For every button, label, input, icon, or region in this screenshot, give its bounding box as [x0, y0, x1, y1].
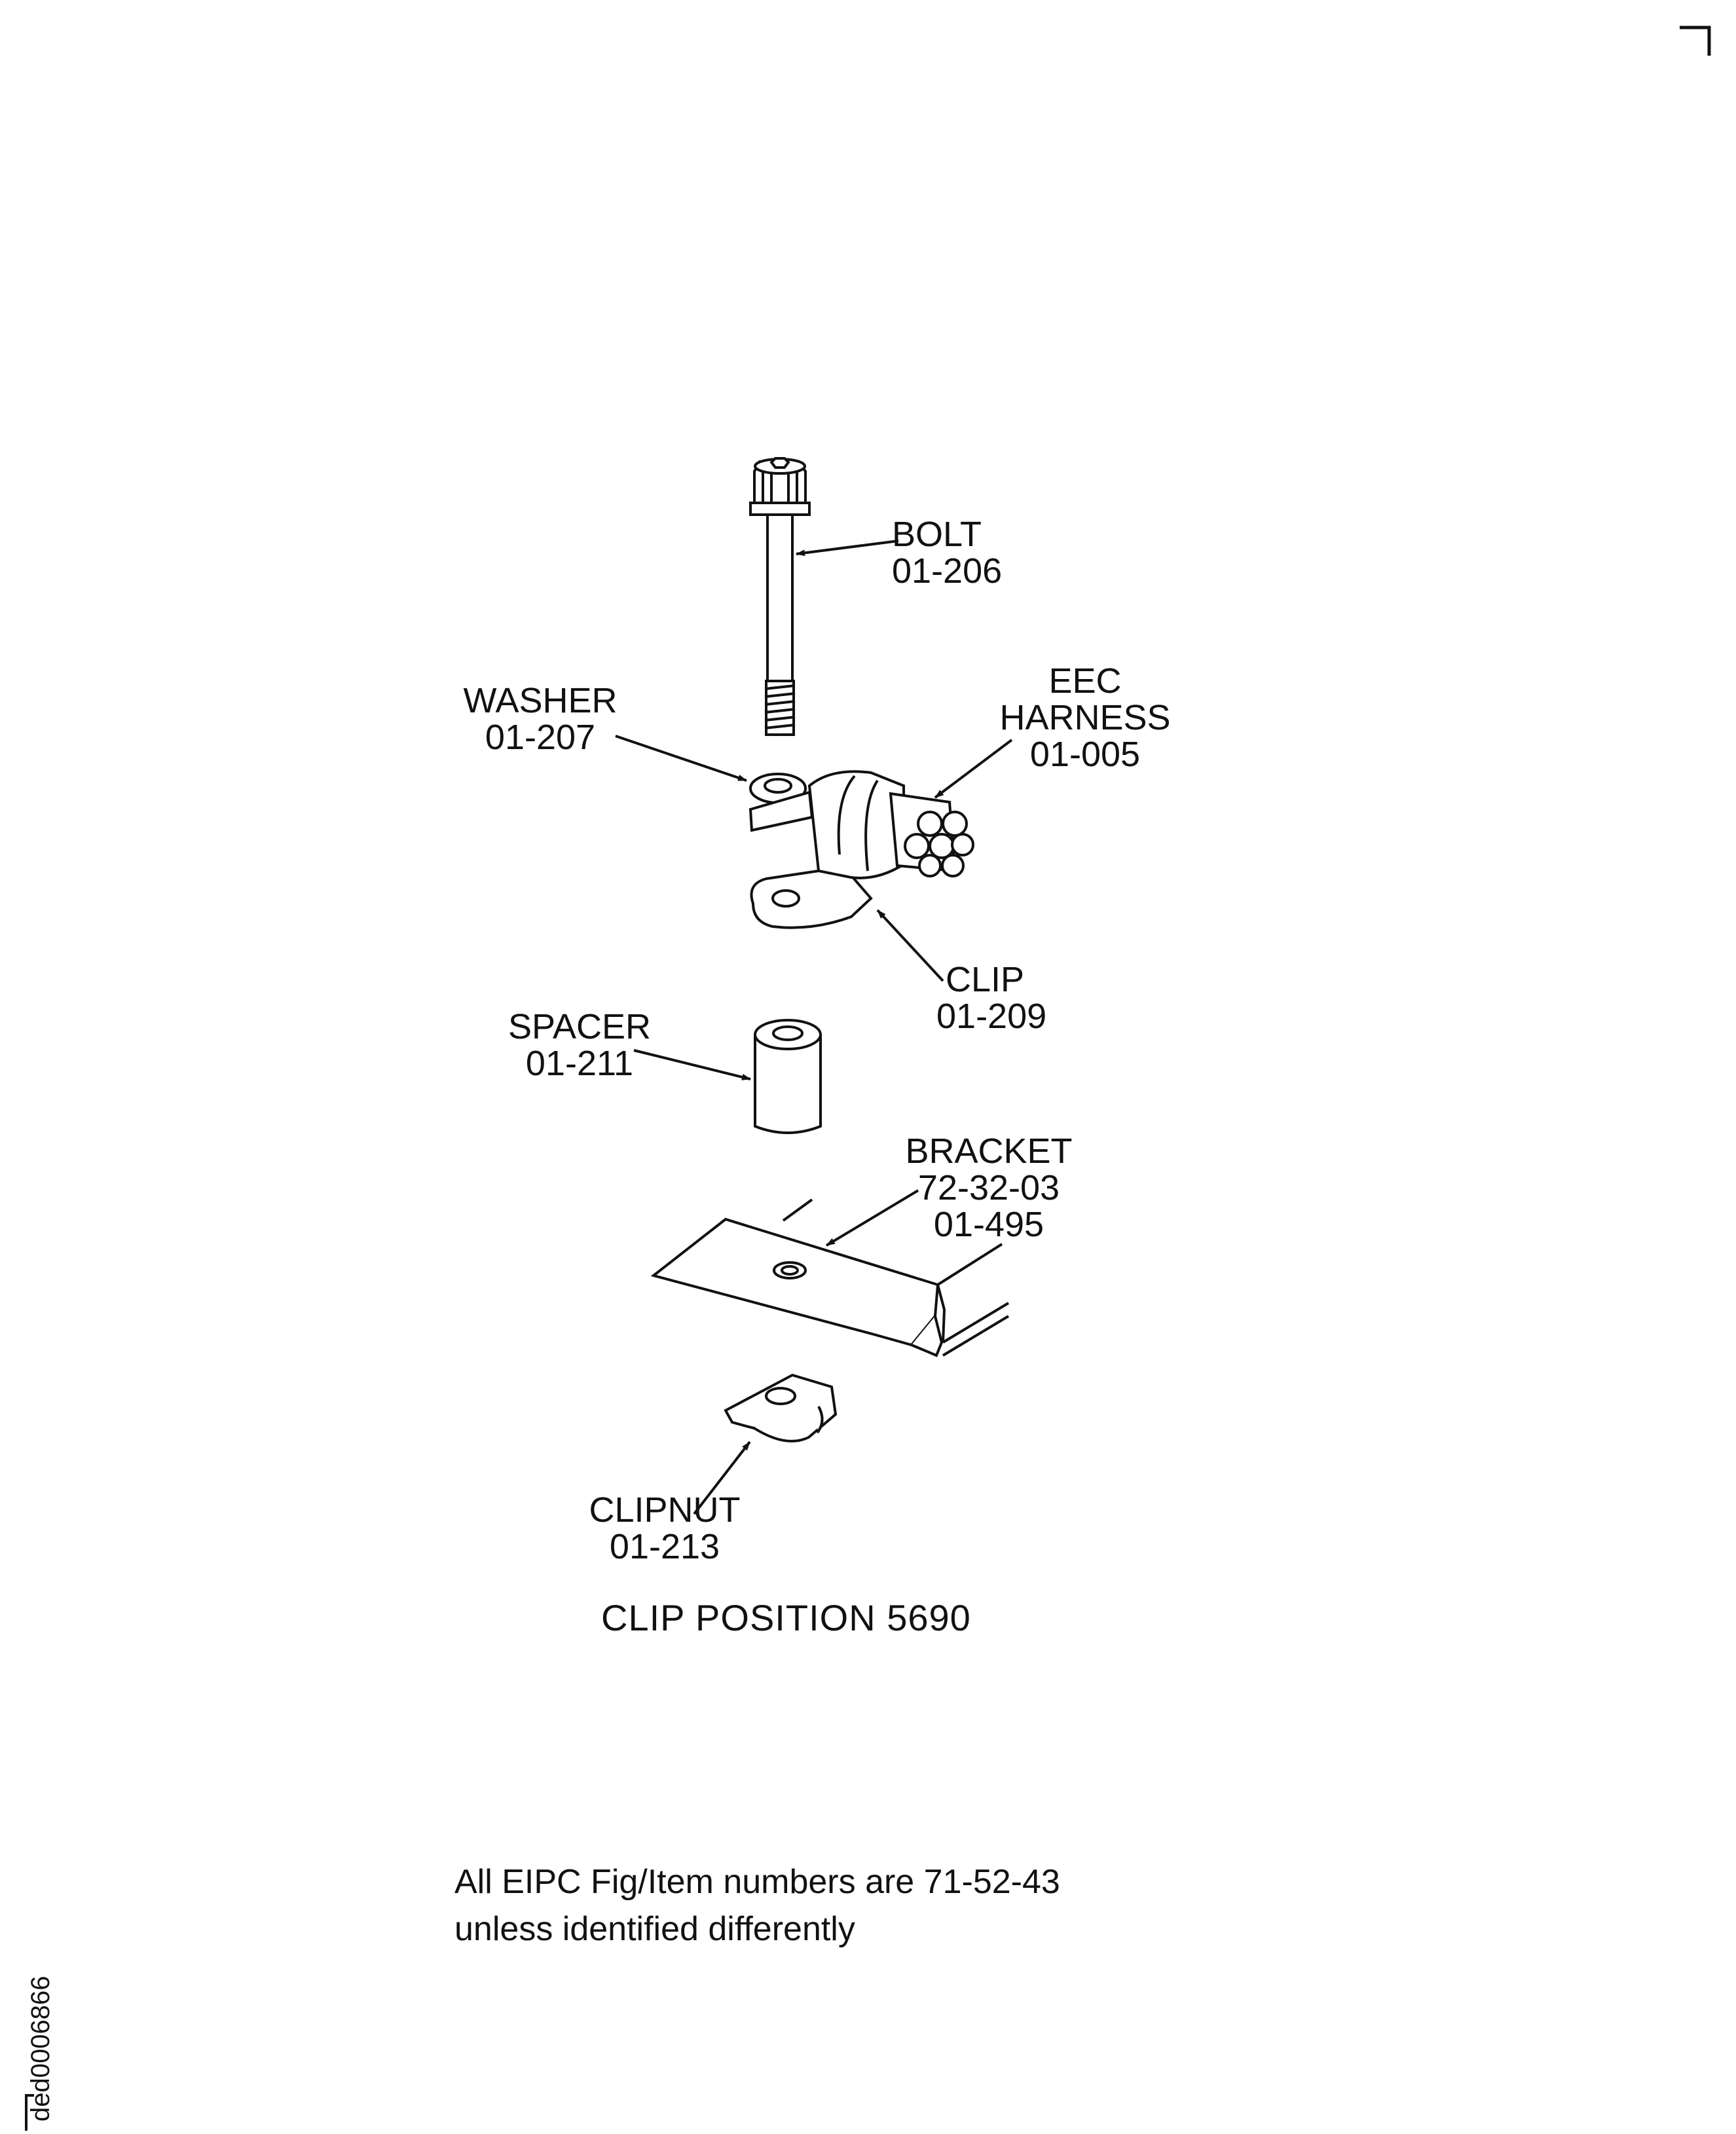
eec-harness-number: 01-005 — [1029, 735, 1141, 774]
eipc-note-line1: All EIPC Fig/Item numbers are 71-52-43 — [454, 1863, 1060, 1901]
washer-number: 01-207 — [485, 718, 596, 757]
bolt-name: BOLT — [892, 515, 982, 554]
clip-name: CLIP — [946, 960, 1025, 999]
eec-harness-line1: EEC — [1048, 661, 1122, 701]
clipnut-leader — [693, 1441, 751, 1515]
spacer-name: SPACER — [508, 1007, 652, 1046]
washer-label: WASHER 01-207 — [452, 682, 629, 756]
crop-mark — [1680, 26, 1711, 56]
eec-harness-line2: HARNESS — [999, 698, 1171, 737]
bolt-leader — [796, 540, 899, 557]
washer-part — [749, 773, 807, 804]
leader-lines — [615, 540, 1013, 1515]
clipnut-label: CLIPNUT 01-213 — [576, 1492, 753, 1565]
bracket-leader — [825, 1189, 919, 1247]
harness-leader — [934, 739, 1013, 799]
clipnut-number: 01-213 — [609, 1527, 720, 1566]
washer-leader — [615, 735, 747, 782]
bracket-name: BRACKET — [905, 1131, 1073, 1171]
washer-name: WASHER — [463, 681, 618, 720]
eec-harness-part — [889, 792, 974, 877]
spacer-number: 01-211 — [525, 1044, 634, 1083]
bolt-label: BOLT 01-206 — [892, 516, 1002, 589]
spacer-leader — [633, 1049, 751, 1080]
eipc-note: All EIPC Fig/Item numbers are 71-52-43 u… — [454, 1858, 1060, 1953]
eec-harness-label: EEC HARNESS 01-005 — [997, 663, 1173, 773]
bolt-part — [749, 457, 811, 736]
clip-label: CLIP 01-209 — [936, 961, 1046, 1035]
clipnut-name: CLIPNUT — [589, 1490, 741, 1530]
bolt-number: 01-206 — [892, 551, 1003, 591]
bracket-label: BRACKET 72-32-03 01-495 — [897, 1133, 1080, 1243]
spacer-label: SPACER 01-211 — [498, 1008, 661, 1082]
figure-caption: CLIP POSITION 5690 — [601, 1597, 971, 1638]
clip-leader — [876, 909, 944, 982]
document-id-bracket — [25, 2094, 34, 2131]
bracket-ref: 72-32-03 — [917, 1168, 1060, 1207]
clip-number: 01-209 — [936, 997, 1047, 1036]
clipnut-part — [724, 1373, 838, 1443]
clip-part — [748, 770, 905, 929]
spacer-part — [754, 1019, 822, 1134]
bracket-part — [650, 1198, 1010, 1357]
eipc-note-line2: unless identified differently — [454, 1910, 855, 1948]
bracket-number: 01-495 — [933, 1205, 1044, 1244]
